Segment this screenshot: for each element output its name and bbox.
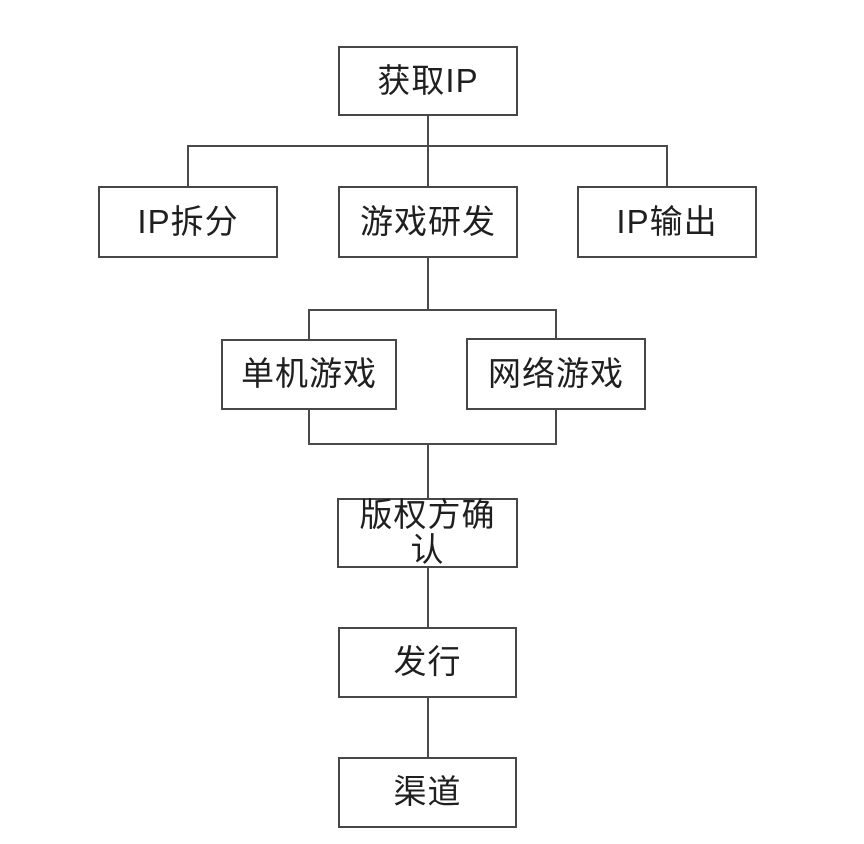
edge-row1-right-drop [666, 145, 668, 186]
edge-row2-right-drop [555, 309, 557, 338]
edge-row1-horizontal [187, 145, 668, 147]
edge-row2-left-drop [308, 309, 310, 339]
node-channel: 渠道 [338, 757, 517, 828]
edge-row2-horizontal [308, 309, 557, 311]
node-online-game: 网络游戏 [466, 338, 646, 410]
node-acquire-ip: 获取IP [338, 46, 518, 116]
node-publish-label: 发行 [393, 643, 462, 681]
edge-row1-left-drop [187, 145, 189, 186]
node-standalone-game-label: 单机游戏 [241, 355, 377, 393]
edge-merge-horizontal [308, 443, 557, 445]
node-online-game-label: 网络游戏 [488, 354, 624, 392]
node-ip-split: IP拆分 [98, 186, 278, 258]
node-game-dev: 游戏研发 [338, 186, 518, 258]
edge-merge-to-copyright-vertical [427, 443, 429, 498]
node-copyright-confirm: 版权方确认 [337, 496, 518, 568]
node-acquire-ip-label: 获取IP [377, 61, 479, 99]
edge-acquireip-gamedev-vertical [427, 116, 429, 186]
node-standalone-game: 单机游戏 [221, 339, 397, 410]
edge-publish-to-channel-vertical [427, 698, 429, 757]
edge-copyright-to-publish-vertical [427, 568, 429, 627]
node-copyright-confirm-label: 版权方确认 [359, 496, 496, 568]
node-ip-output: IP输出 [577, 186, 757, 258]
edge-online-down-vertical [555, 410, 557, 445]
edge-gamedev-down-vertical [427, 258, 429, 311]
edge-standalone-down-vertical [308, 410, 310, 445]
node-game-dev-label: 游戏研发 [360, 202, 496, 240]
node-ip-split-label: IP拆分 [137, 202, 239, 240]
node-ip-output-label: IP输出 [616, 202, 718, 240]
node-publish: 发行 [338, 627, 517, 698]
node-channel-label: 渠道 [393, 773, 462, 811]
